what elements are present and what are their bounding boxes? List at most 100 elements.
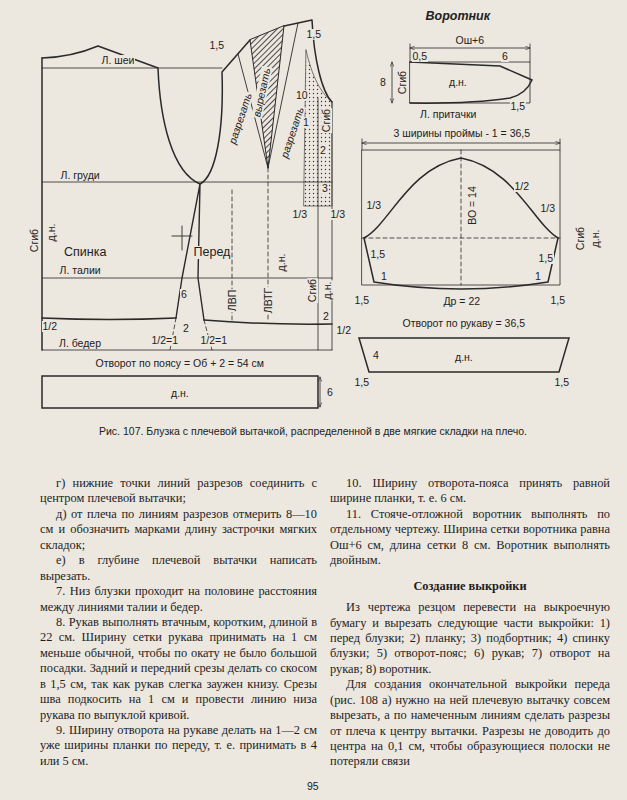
drawing-label: 10 <box>295 90 309 101</box>
drawing-label: 1/2 <box>42 321 59 332</box>
drawing-label: Др = 22 <box>443 296 482 307</box>
dimension-line <box>362 143 560 144</box>
drawing-label: 1,5 <box>354 295 371 306</box>
drawing-label: 6 <box>326 387 334 398</box>
page-number: 95 <box>306 781 320 792</box>
waistband-piece: Отворот по поясу = Об + 2 = 54 см д.н. <box>42 358 318 410</box>
drawing-label: 8 <box>379 77 387 88</box>
drawing-label: 2 <box>322 311 330 322</box>
drawing-label: разрезать <box>226 90 253 145</box>
drawing-label: 1,5 <box>554 377 571 388</box>
drawing-label: Сгиб <box>29 227 40 252</box>
body-paragraph: 10. Ширину отворота-пояса принять равной… <box>330 476 610 507</box>
body-paragraph: 9. Ширину отворота на рукаве делать на 1… <box>40 723 317 769</box>
dimension-line <box>320 377 321 407</box>
drawing-label: д.н. <box>46 222 57 242</box>
drawing-label: д.н. <box>322 280 333 300</box>
drawing-label: 1 <box>380 271 388 282</box>
dimension-line <box>392 62 393 103</box>
drawing-label: Перед <box>193 246 232 259</box>
grid-line <box>42 68 332 350</box>
sleeve-outline <box>364 238 558 289</box>
drawing-label: 1,5 <box>306 29 323 40</box>
drawing-label: ЛВТГ <box>263 286 274 313</box>
drawing-label: разрезать <box>278 104 305 159</box>
body-paragraph: г) нижние точки линий разрезов соединить… <box>40 476 317 507</box>
drawing-label: Л. притачки <box>419 109 477 120</box>
drawing-label: Л. бедер <box>58 338 102 349</box>
drawing-label: 1,5 <box>370 249 387 260</box>
collar-outline <box>410 62 532 103</box>
drawing-label: 0,5 <box>412 51 429 62</box>
drawing-label: д.н. <box>276 252 287 272</box>
piece-border <box>359 338 569 372</box>
drawing-label: Л. груди <box>60 170 101 181</box>
body-paragraph: е) в глубине плечевой вытачки написать в… <box>40 553 317 584</box>
piece-label: д.н. <box>170 388 190 399</box>
drawing-label: 6 <box>180 289 188 300</box>
drawing-label: 1/3 <box>366 200 383 211</box>
piece-border <box>42 376 318 408</box>
guide-line <box>362 150 560 285</box>
extension-line <box>410 44 530 62</box>
drawing-label: 2 <box>319 145 327 156</box>
drawing-label: 3 ширины проймы - 1 = 36,5 <box>393 128 532 139</box>
drawing-label: Сгиб <box>575 225 586 250</box>
drawing-label: 1,5 <box>510 101 527 112</box>
drawing-label: 1/2=1 <box>151 335 180 346</box>
drawing-label: Л. талии <box>59 265 102 276</box>
fold-edge <box>41 58 43 350</box>
drawing-label: 4 <box>372 350 380 361</box>
cuff-piece: Отворот по рукаву = 36,5 д.н. <box>355 318 573 376</box>
drawing-label: 1/3 <box>292 209 309 220</box>
grid-line <box>362 150 560 285</box>
body-paragraph: Для создания окончательной выкройки пере… <box>330 677 610 770</box>
drawing-label: 3 <box>321 183 329 194</box>
drawing-label: ВО = 14 <box>467 185 478 225</box>
section-heading: Создание выкройки <box>330 579 610 594</box>
sleeve-draft <box>362 139 560 289</box>
piece-heading: Отворот по рукаву = 36,5 <box>402 318 527 329</box>
shoulder-dart <box>250 26 284 168</box>
drawing-label: 6 <box>501 51 509 62</box>
drawing-label: 1/3 <box>330 209 347 220</box>
collar-draft <box>392 44 532 103</box>
back-outline <box>42 46 200 184</box>
drawing-label: 1/2 <box>336 325 353 336</box>
body-paragraph: 7. Низ блузки проходит на половине расст… <box>40 584 317 615</box>
guide-line <box>170 168 268 350</box>
drawing-label: 1 <box>534 271 542 282</box>
body-paragraph: 8. Рукав выполнять втачным, коротким, дл… <box>40 615 317 723</box>
drawing-label: 1,5 <box>354 377 371 388</box>
front-neck <box>284 20 332 102</box>
drawing-label: 1/2=1 <box>200 335 229 346</box>
drawing-label: Сгиб <box>321 107 332 132</box>
drawing-label: Спинка <box>63 246 107 259</box>
drawing-label: Воротник <box>425 10 492 23</box>
drawing-label: Сгиб <box>307 277 318 302</box>
drawing-label: д.н. <box>590 228 601 248</box>
drawing-label: Л. шеи <box>101 55 136 66</box>
piece-label: д.н. <box>454 352 474 363</box>
drawing-label: 1,5 <box>209 40 226 51</box>
figure-caption: Рис. 107. Блузка с плечевой вытачкой, ра… <box>99 425 527 437</box>
bodice-draft <box>42 20 332 407</box>
body-paragraph: Из чертежа резцом перевести на выкроечну… <box>330 600 610 677</box>
balance-mark <box>172 226 192 250</box>
drawing-label: Ош+6 <box>455 35 486 46</box>
drawing-label: 1,5 <box>550 295 567 306</box>
sleeve-cap <box>364 158 558 238</box>
drawing-label: 1 <box>302 117 310 128</box>
extension-line <box>362 139 560 150</box>
body-paragraph: д) от плеча по линиям разрезов отмерить … <box>40 507 317 553</box>
placket-area <box>304 50 332 206</box>
piece-heading: Отворот по поясу = Об + 2 = 54 см <box>95 358 266 369</box>
drawing-label: 1/2 <box>514 181 531 192</box>
drawing-label: 1/3 <box>540 203 557 214</box>
dimension-line <box>410 48 530 49</box>
body-paragraph: 11. Стояче-отложной воротник выполнять п… <box>330 507 610 569</box>
drawing-label: 2 <box>182 323 190 334</box>
drawing-label: ЛВП <box>227 288 238 311</box>
drawing-label: д.н. <box>448 77 468 88</box>
drawing-label: Сгиб <box>397 69 408 94</box>
